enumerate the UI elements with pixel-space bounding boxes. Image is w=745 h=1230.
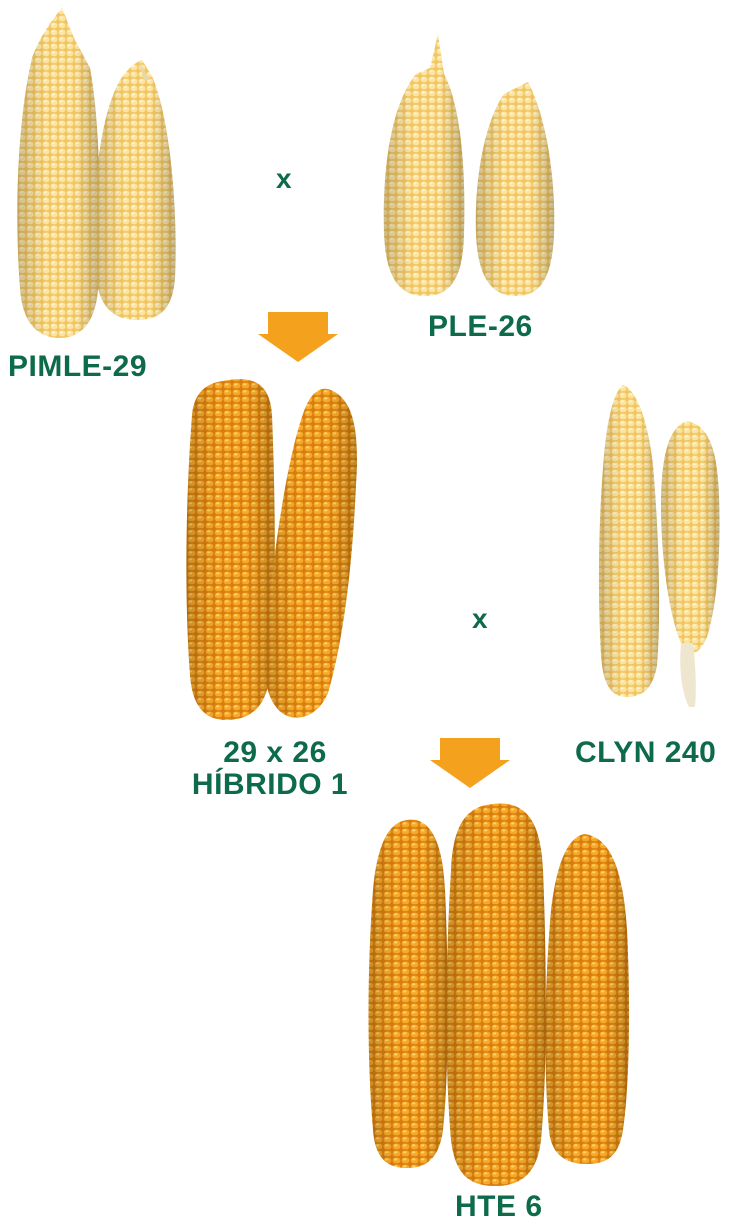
corn-ear-icon xyxy=(178,375,363,725)
cross-symbol: x xyxy=(276,165,292,193)
final-hybrid-label: HTE 6 xyxy=(455,1192,543,1222)
hybrid-one-label: HÍBRIDO 1 xyxy=(170,770,370,800)
parent-male-label: PLE-26 xyxy=(428,312,533,342)
corn-ear-icon xyxy=(10,8,185,343)
arrow-down-icon xyxy=(258,312,338,362)
corn-ear-icon xyxy=(595,385,725,710)
tester-label: CLYN 240 xyxy=(575,738,716,768)
cross-symbol: x xyxy=(472,605,488,633)
corn-ear-icon xyxy=(380,34,565,304)
corn-ear-icon xyxy=(365,800,640,1190)
hybrid-one-code: 29 x 26 xyxy=(200,738,350,768)
parent-female-label: PIMLE-29 xyxy=(8,352,147,382)
arrow-down-icon xyxy=(430,738,510,788)
